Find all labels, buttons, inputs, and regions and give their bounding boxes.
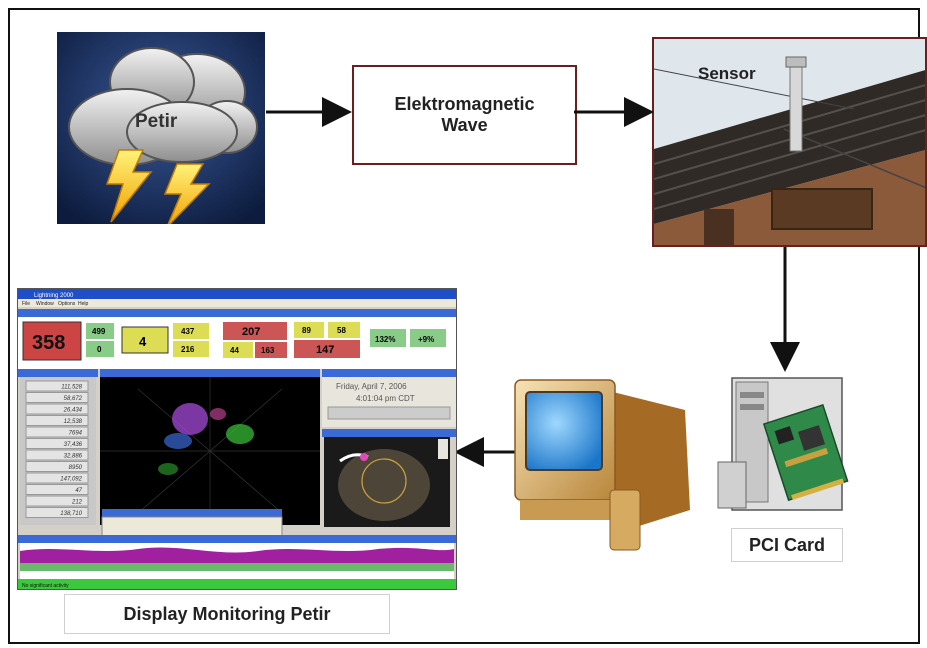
stat-pct1: 132% — [375, 335, 395, 344]
wave-label-line1: Elektromagnetic — [394, 94, 535, 114]
list-value: 12,538 — [64, 419, 83, 425]
pci-label-text: PCI Card — [748, 534, 826, 555]
stat-pct2: +9% — [418, 335, 434, 344]
list-value: 8950 — [69, 465, 83, 471]
list-cell — [25, 415, 89, 426]
app-title: Lightning 2000 — [34, 293, 74, 299]
stat-g2-c: 147 — [316, 344, 334, 356]
stat-pair2-b: 216 — [181, 345, 195, 354]
elektromagnetic-wave-box: Elektromagnetic Wave — [352, 65, 577, 165]
petir-cloud-image: Petir — [57, 32, 265, 228]
stat-pair1-a: 499 — [92, 327, 106, 336]
menu-file: File — [22, 301, 30, 307]
stat-g1-b: 163 — [261, 346, 275, 355]
bolt-right — [163, 163, 211, 228]
stat-g2-a: 89 — [302, 326, 311, 335]
stat-pair1-b: 0 — [97, 345, 102, 354]
stat-mid: 4 — [139, 334, 147, 349]
stat-g2-b: 58 — [337, 326, 346, 335]
status-text: No significant activity — [22, 583, 69, 589]
count-list: 111,528 58,672 26,434 12,538 7694 37,436 32,88… — [25, 380, 89, 518]
list-cell — [25, 392, 89, 403]
date-line2: 4:01:04 pm CDT — [356, 394, 415, 403]
list-value: 58,672 — [64, 396, 83, 402]
list-cell — [25, 426, 89, 438]
list-cell — [25, 495, 89, 507]
list-value: 26,434 — [63, 408, 83, 414]
monitoring-screenshot: Lightning 2000 File Window Options Help … — [17, 288, 457, 590]
list-cell — [25, 461, 89, 472]
list-value: 147,092 — [60, 477, 82, 483]
menu-window: Window — [36, 301, 54, 307]
list-value: 138,710 — [60, 511, 82, 517]
list-cell — [25, 403, 89, 415]
pci-card-label: PCI Card — [731, 528, 843, 562]
list-value: 7694 — [69, 431, 83, 437]
sensor-label: Sensor — [698, 64, 756, 83]
list-value: 111,528 — [61, 385, 82, 391]
stat-pair2-a: 437 — [181, 327, 195, 336]
list-value: 37,436 — [64, 442, 83, 448]
display-monitoring-label: Display Monitoring Petir — [64, 594, 390, 634]
list-value: 32,886 — [64, 454, 83, 460]
display-label-text: Display Monitoring Petir — [123, 603, 331, 624]
list-cell — [25, 449, 89, 461]
list-cell — [25, 484, 89, 495]
sensor-photo: Sensor — [652, 37, 927, 247]
list-cell — [25, 438, 89, 449]
list-cell — [25, 507, 89, 518]
bolt-left — [105, 149, 153, 223]
stat-g1-top: 207 — [242, 326, 260, 338]
cloud-shape — [68, 47, 258, 166]
list-cell — [25, 380, 89, 392]
crt-computer-image — [510, 370, 695, 555]
petir-label: Petir — [135, 111, 178, 132]
stat-g1-a: 44 — [230, 346, 239, 355]
menu-options: Options — [58, 301, 76, 307]
list-value: 212 — [71, 500, 83, 506]
list-cell — [25, 472, 89, 484]
pci-tower-image — [712, 370, 852, 515]
date-line1: Friday, April 7, 2006 — [336, 382, 407, 391]
stat-big: 358 — [32, 332, 65, 354]
menu-help: Help — [78, 301, 89, 307]
list-value: 47 — [75, 488, 82, 494]
wave-label-line2: Wave — [441, 115, 488, 135]
